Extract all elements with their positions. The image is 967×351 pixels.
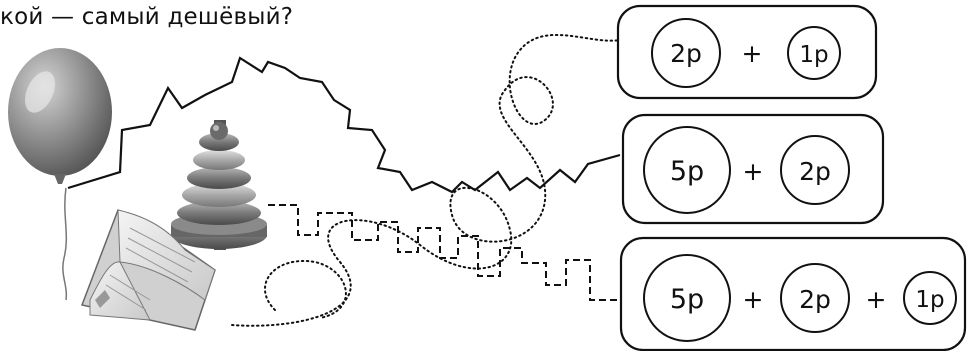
ring-stack-toy-image (171, 120, 267, 250)
balloon-knot (54, 174, 66, 184)
price-box-3[interactable]: 5р + 2р + 1р (621, 238, 965, 350)
plus-sign: + (866, 285, 887, 314)
price-box-2[interactable]: 5р + 2р (623, 115, 883, 223)
coin-label: 1р (799, 42, 828, 68)
plus-sign: + (743, 285, 764, 314)
coin-label: 2р (799, 285, 831, 314)
coin-label: 5р (670, 284, 704, 315)
balloon-body (8, 48, 112, 176)
plus-sign: + (742, 39, 763, 68)
dotted-loop-path (232, 35, 620, 326)
coin-label: 5р (670, 156, 704, 187)
price-box-1[interactable]: 2р + 1р (618, 6, 876, 98)
coin-label: 2р (670, 39, 702, 68)
coin-label: 1р (915, 287, 944, 313)
plus-sign: + (743, 157, 764, 186)
balloon-string (63, 188, 66, 300)
balloon-image (8, 48, 112, 300)
coin-label: 2р (799, 157, 831, 186)
dashed-step-path (268, 205, 620, 300)
zigzag-path (68, 58, 620, 192)
